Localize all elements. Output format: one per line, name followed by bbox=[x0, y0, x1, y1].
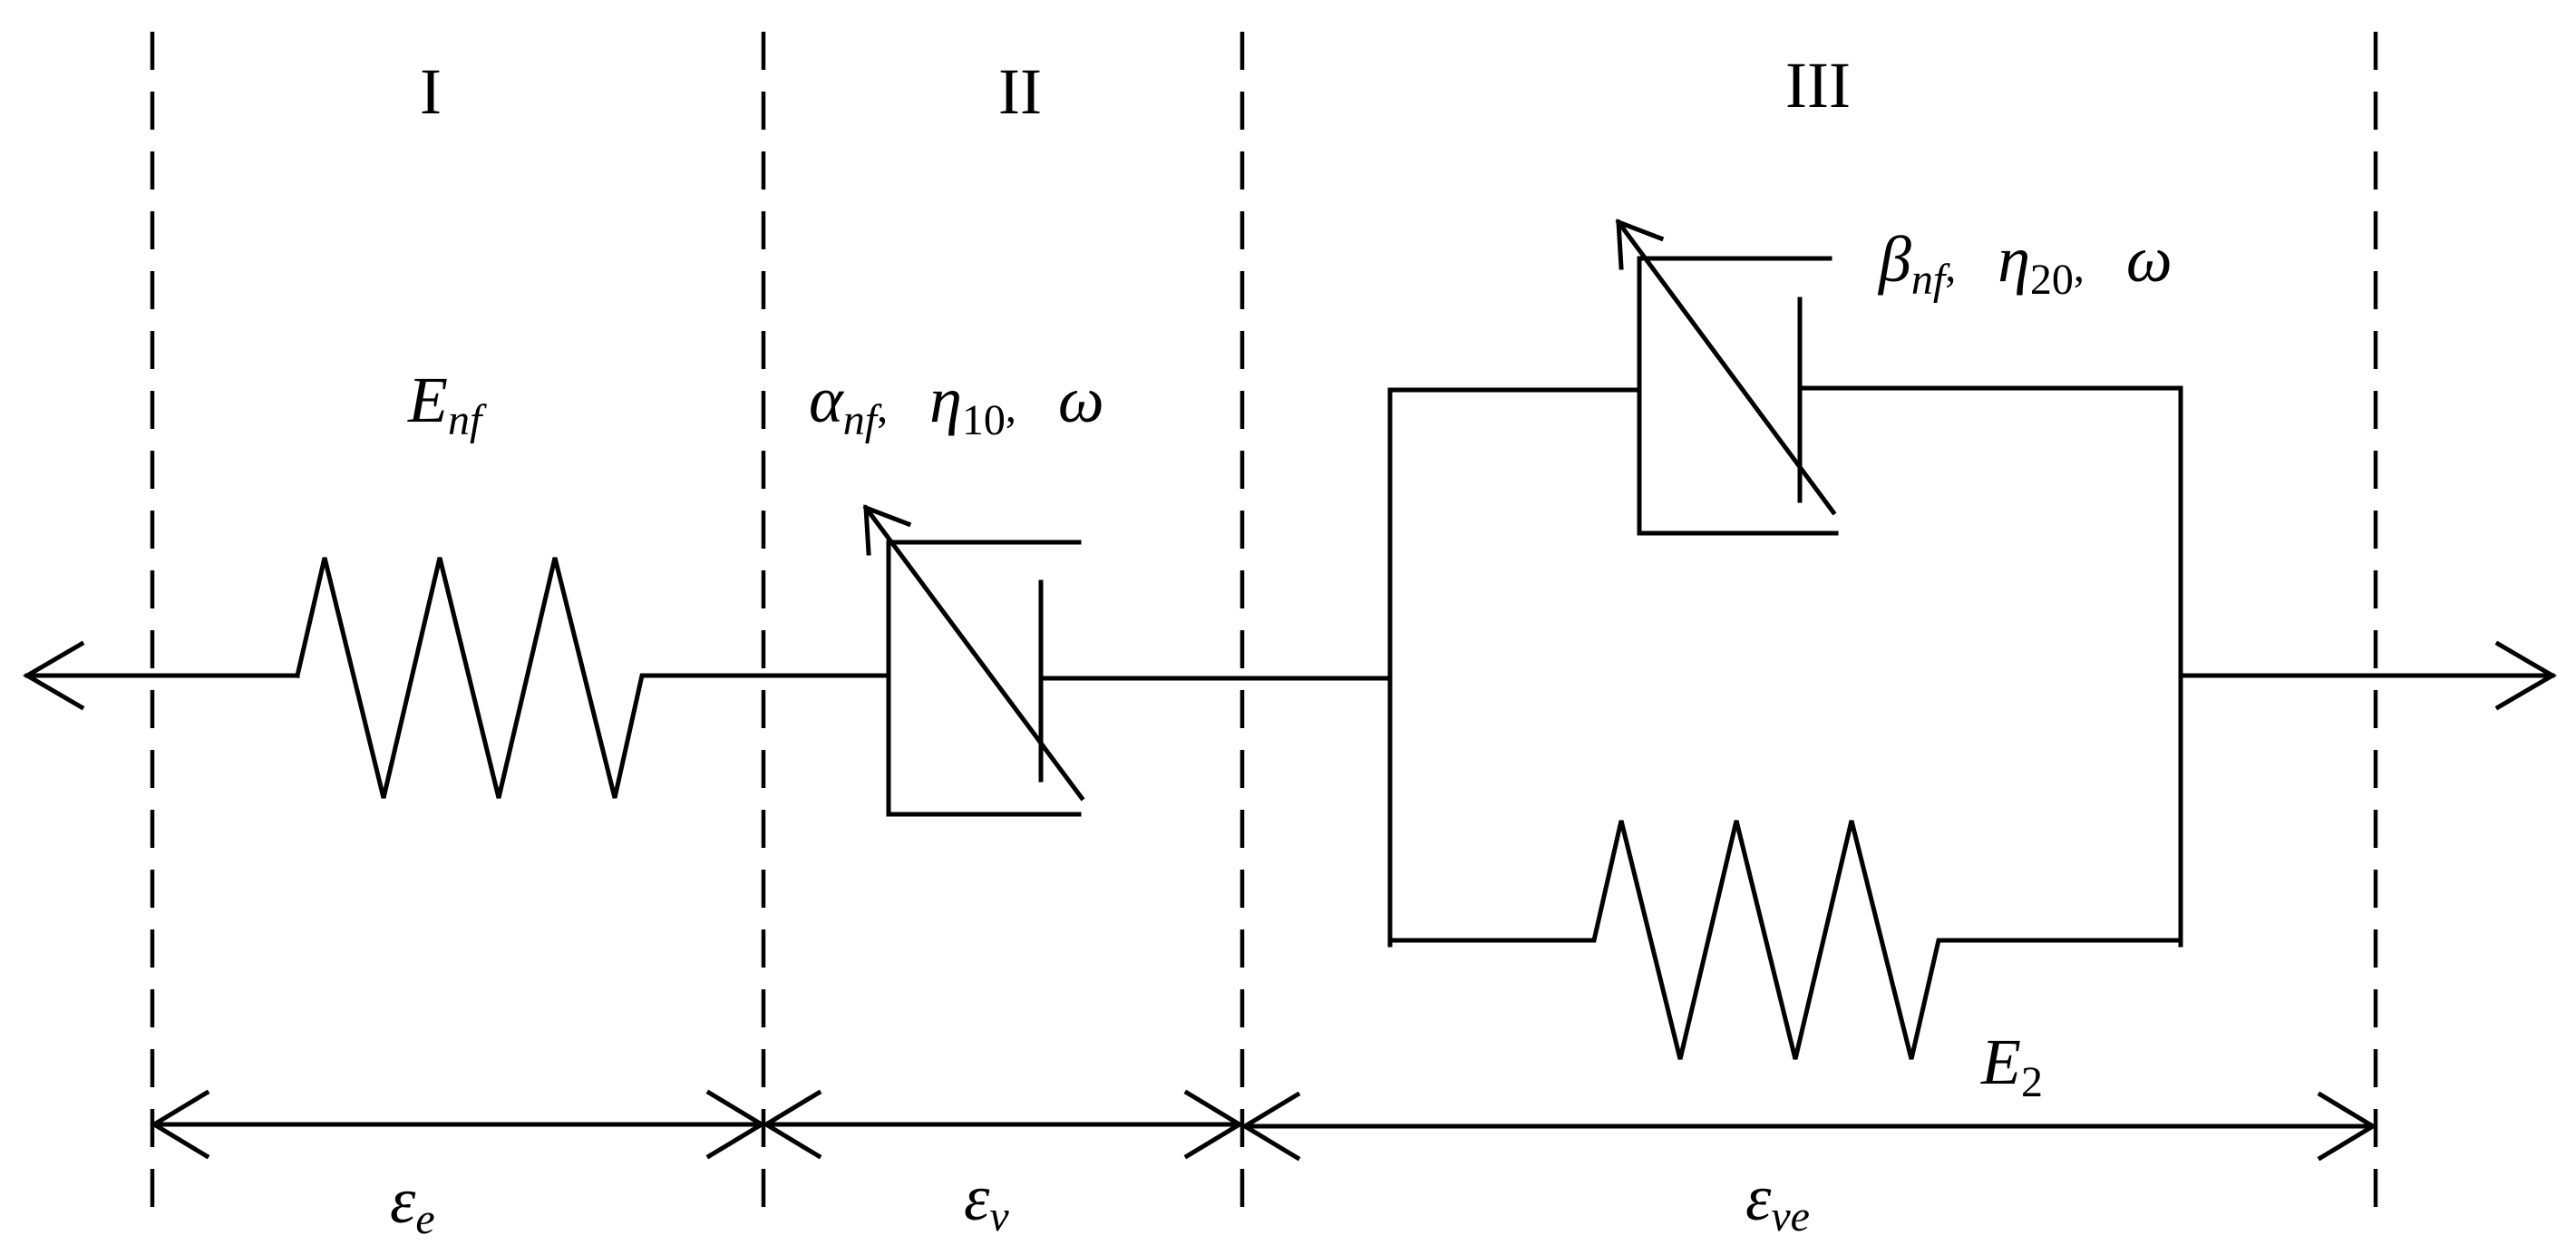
spring-e2-zigzag bbox=[1387, 820, 2183, 1060]
strain-ve-left-arrow-icon bbox=[1240, 1091, 1301, 1162]
main-axis bbox=[23, 640, 2557, 711]
right-arrow-icon bbox=[2494, 640, 2557, 711]
dashpot-1-label: αnf,η10,ω bbox=[809, 364, 1104, 444]
strain-label-v: εv bbox=[964, 1162, 1009, 1240]
strain-e-left-arrow-icon bbox=[150, 1089, 210, 1160]
spring-e2-label: E2 bbox=[1980, 1026, 2043, 1106]
strain-dimensions bbox=[150, 1089, 2377, 1162]
strain-label-e: εe bbox=[390, 1164, 435, 1243]
dashpot-1-body bbox=[886, 540, 1082, 817]
spring-enf: Enf bbox=[295, 364, 891, 799]
dashpot-2-variable-arrow bbox=[1615, 219, 1837, 516]
dashpot-1: αnf,η10,ω bbox=[809, 364, 1385, 817]
dashpot-2-arrowhead-icon bbox=[1616, 219, 1665, 270]
strain-labels: εe εv εve bbox=[390, 1162, 1810, 1243]
region-boundaries bbox=[150, 32, 2378, 1211]
strain-e-right-arrow-icon bbox=[705, 1089, 766, 1160]
dashpot-2-body bbox=[1637, 256, 1839, 536]
region-label-i: I bbox=[420, 55, 442, 128]
strain-ve-right-arrow-icon bbox=[2317, 1091, 2377, 1162]
strain-v-left-arrow-icon bbox=[762, 1089, 822, 1160]
strain-v-right-arrow-icon bbox=[1183, 1089, 1244, 1160]
spring-enf-label: Enf bbox=[407, 364, 487, 444]
region-label-ii: II bbox=[998, 55, 1042, 128]
dashpot-1-arrowhead-icon bbox=[863, 504, 912, 556]
region-label-iii: III bbox=[1785, 49, 1851, 122]
strain-label-ve: εve bbox=[1745, 1162, 1810, 1240]
kelvin-element: βnf,η20,ω E2 bbox=[1380, 219, 2183, 1106]
dashpot-1-variable-arrow bbox=[862, 504, 1085, 802]
left-arrow-icon bbox=[23, 640, 85, 711]
dashpot-2-label: βnf,η20,ω bbox=[1877, 223, 2173, 304]
spring-enf-zigzag bbox=[295, 557, 891, 799]
region-labels: I II III bbox=[420, 49, 1851, 128]
